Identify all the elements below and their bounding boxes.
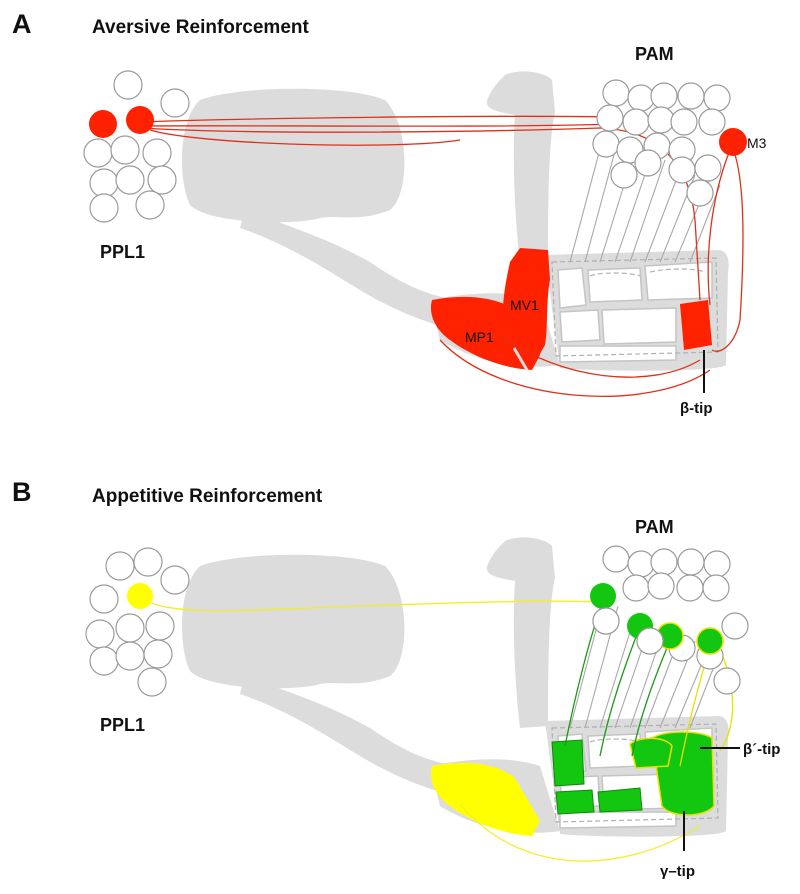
- gamma-tip-label: γ–tip: [660, 863, 695, 880]
- ppl1-red-neuron: [126, 106, 154, 134]
- green-compartments: [551, 739, 643, 815]
- mp1-label: MP1: [465, 329, 494, 345]
- ppl1-label: PPL1: [100, 242, 145, 262]
- ppl1-axon: [139, 597, 601, 612]
- pam-axon: [599, 625, 641, 757]
- beta-tip-label: β-tip: [680, 400, 712, 417]
- mv1-label: MV1: [510, 297, 539, 313]
- yellow-heel-compartment: [430, 762, 540, 836]
- m3-label: M3: [747, 135, 767, 151]
- panel-letter: B: [12, 477, 32, 507]
- ppl1-cluster: [83, 70, 190, 223]
- panel-appetitive: B Appetitive Reinforcement: [12, 477, 780, 880]
- pam-green-neuron: [590, 583, 616, 609]
- pam-green-neuron: [696, 627, 724, 655]
- pam-label: PAM: [635, 517, 674, 537]
- ppl1-label: PPL1: [100, 715, 145, 735]
- m3-neuron: [719, 128, 747, 156]
- panel-title: Appetitive Reinforcement: [92, 486, 323, 507]
- pam-label: PAM: [635, 44, 674, 64]
- green-tip-compartments: [629, 731, 715, 816]
- pam-cluster: [590, 545, 749, 695]
- pam-axon: [631, 635, 673, 757]
- ppl1-red-neuron: [89, 110, 117, 138]
- panel-letter: A: [12, 9, 32, 39]
- red-axons: [139, 115, 744, 397]
- ppl1-cluster: [85, 547, 190, 697]
- panel-aversive: A Aversive Reinforcement: [12, 9, 767, 417]
- mp1-compartment: [430, 296, 540, 370]
- pam-cluster: [592, 79, 747, 207]
- beta-tip-compartment: [680, 300, 712, 350]
- beta-prime-tip-label: β´-tip: [743, 741, 780, 758]
- ppl1-yellow-neuron: [127, 583, 153, 609]
- ppl1-axon: [459, 803, 701, 862]
- panel-title: Aversive Reinforcement: [92, 17, 310, 38]
